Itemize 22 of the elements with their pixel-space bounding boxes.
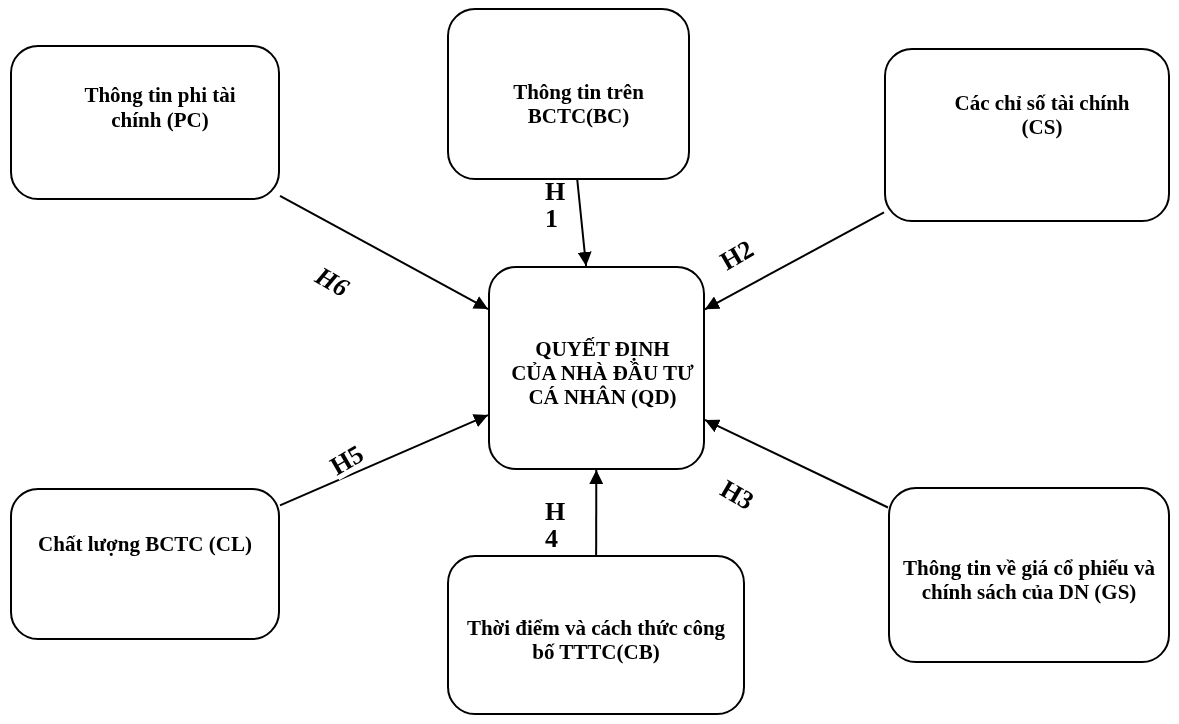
box-text: Thông tin về giá cổ phiếu và chính sách của DN (GS) <box>901 555 1156 605</box>
arrow <box>704 211 885 311</box>
box-text: Thông tin phi tài chính (PC) <box>83 83 237 132</box>
rounded-box <box>447 8 690 180</box>
edge-label: H4 <box>545 498 563 553</box>
arrow <box>589 469 604 556</box>
arrow <box>704 418 889 509</box>
box-text: Thông tin trên BCTC(BC) <box>512 79 645 129</box>
rounded-box <box>888 487 1170 663</box>
rounded-box <box>488 266 705 470</box>
box-text: Chất lượng BCTC (CL) <box>38 531 252 557</box>
rounded-box <box>10 45 280 200</box>
box-text: Thời điểm và cách thức công bố TTTC(CB) <box>465 615 727 665</box>
edge-label: H1 <box>545 178 563 233</box>
arrow <box>576 179 592 267</box>
rounded-box <box>10 488 280 640</box>
arrow <box>279 194 489 310</box>
box-text: Các chỉ số tài chính (CS) <box>953 90 1131 140</box>
box-text: QUYẾT ĐỊNH CỦA NHÀ ĐẦU TƯ CÁ NHÂN (QD) <box>510 336 695 410</box>
rounded-box <box>884 48 1170 222</box>
rounded-box <box>447 555 745 715</box>
arrow <box>279 414 489 507</box>
